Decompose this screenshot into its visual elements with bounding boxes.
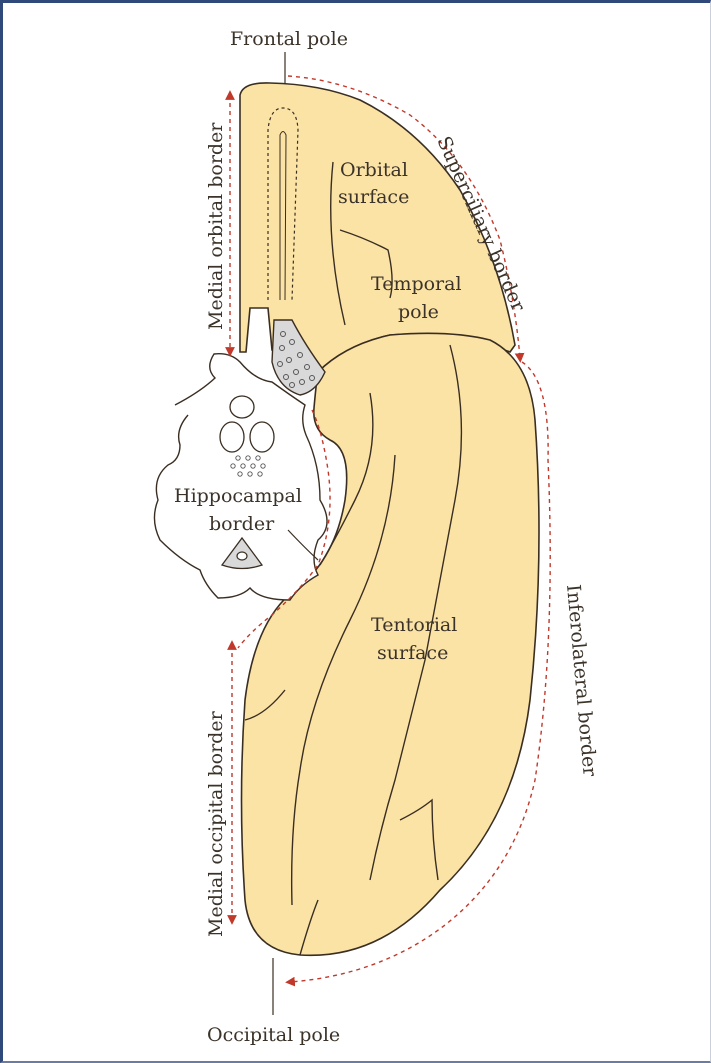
label-medial-occipital-border: Medial occipital border — [205, 710, 227, 937]
cerebral-aqueduct — [237, 552, 247, 560]
label-hippocampal-border-1: Hippocampal — [174, 485, 302, 507]
label-inferolateral-border: Inferolateral border — [562, 584, 601, 779]
label-tentorial-surface-1: Tentorial — [371, 614, 457, 636]
label-orbital-surface-2: surface — [338, 186, 409, 208]
mammillary-body-right — [250, 422, 274, 452]
label-occipital-pole: Occipital pole — [207, 1024, 340, 1046]
label-frontal-pole: Frontal pole — [230, 28, 348, 50]
mammillary-body-left — [220, 422, 244, 452]
label-temporal-pole-1: Temporal — [371, 273, 462, 295]
optic-structure-top — [230, 396, 254, 418]
label-medial-orbital-border: Medial orbital border — [205, 122, 227, 330]
label-temporal-pole-2: pole — [398, 301, 439, 323]
label-orbital-surface-1: Orbital — [340, 159, 408, 181]
label-hippocampal-border-2: border — [209, 513, 275, 535]
label-tentorial-surface-2: surface — [377, 642, 448, 664]
